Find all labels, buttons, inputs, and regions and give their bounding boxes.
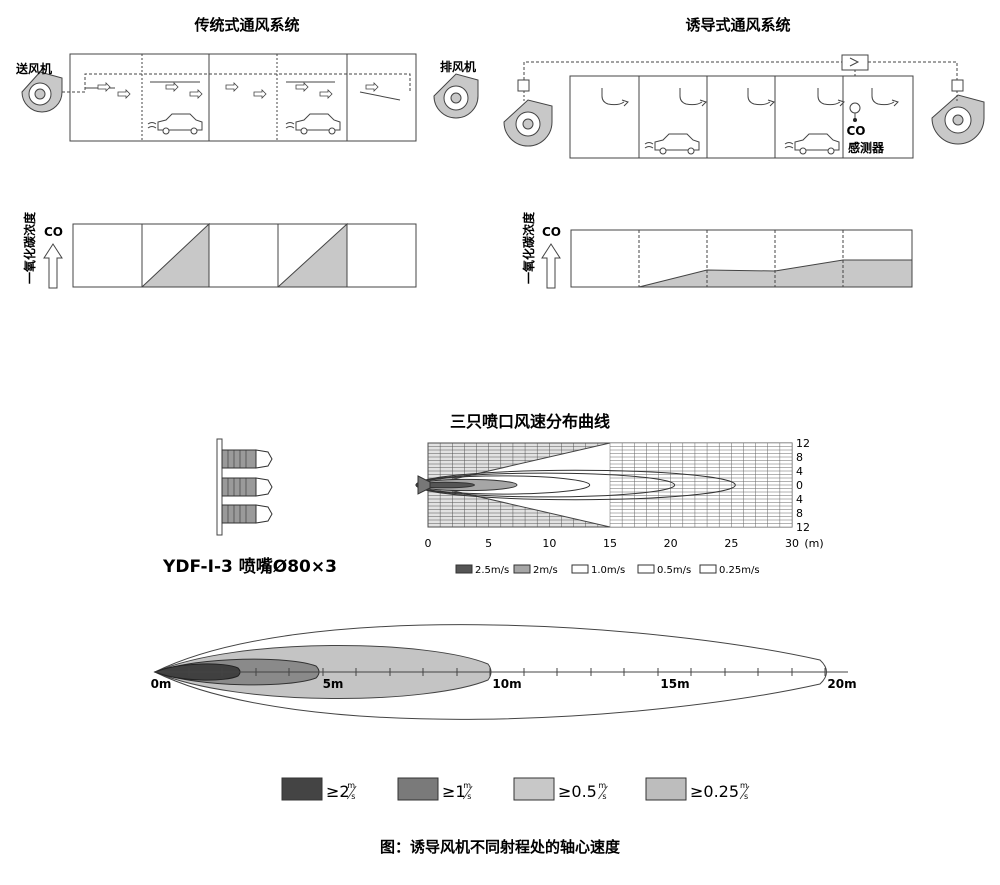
- unit-slash: [598, 785, 608, 800]
- y-tick-label: 8: [796, 507, 803, 520]
- unit-bottom: s: [351, 792, 355, 801]
- supply-fan-icon: [503, 79, 553, 147]
- nozzle-marker-icon: [417, 475, 431, 495]
- distance-label: 20m: [827, 677, 856, 691]
- unit-slash: [739, 785, 750, 800]
- traditional-co-axis-label: 一氧化碳浓度: [22, 211, 37, 284]
- x-unit-label: (m): [804, 537, 823, 550]
- car-icon: [285, 113, 341, 135]
- contour-legend: 2.5m/s 2m/s 1.0m/s 0.5m/s 0.25m/s: [455, 564, 760, 576]
- figure-caption: 图：诱导风机不同射程处的轴心速度: [380, 838, 621, 856]
- x-tick-label: 20: [664, 537, 678, 550]
- traditional-co-label: CO: [44, 225, 63, 239]
- unit-bottom: s: [602, 792, 606, 801]
- up-arrow-icon: [541, 243, 561, 289]
- induced-title: 诱导式通风系统: [685, 16, 790, 34]
- distance-label: 5m: [323, 677, 344, 691]
- legend-swatch: [455, 564, 473, 574]
- co-sensor-label-text: 感测器: [848, 140, 885, 155]
- nozzle-model-label: YDF-I-3 喷嘴Ø80×3: [162, 557, 337, 577]
- contour-2.5m/s: [415, 481, 475, 489]
- unit-top: m: [347, 781, 355, 790]
- x-tick-label: 15: [603, 537, 617, 550]
- y-tick-label: 0: [796, 479, 803, 492]
- car-icon: [784, 133, 840, 155]
- y-tick-label: 4: [796, 493, 803, 506]
- unit-top: m: [740, 781, 748, 790]
- car-icon: [147, 113, 203, 135]
- axial-velocity-diagram: [153, 624, 848, 720]
- axial-legend-label: ≥1: [442, 782, 466, 801]
- x-tick-label: 25: [724, 537, 738, 550]
- y-tick-label: 12: [796, 437, 810, 450]
- spread-line: [427, 484, 611, 528]
- unit-top: m: [598, 781, 606, 790]
- supply-fan-icon: [21, 71, 63, 113]
- legend-label: 2m/s: [533, 565, 558, 576]
- exhaust-fan-icon: [931, 79, 985, 145]
- exhaust-fan-label: 排风机: [440, 59, 476, 74]
- axial-legend-label: ≥2: [326, 782, 350, 801]
- induced-co-label: CO: [542, 225, 561, 239]
- traditional-co-chart: [72, 222, 417, 288]
- co-sensor-label-co: CO: [846, 124, 865, 138]
- legend-swatch: [699, 564, 717, 574]
- traditional-title: 传统式通风系统: [193, 16, 299, 34]
- y-tick-label: 4: [796, 465, 803, 478]
- axial-legend-swatch: [645, 777, 687, 801]
- distance-label: 15m: [660, 677, 689, 691]
- exhaust-fan-icon: [433, 73, 479, 119]
- nozzle-product-icon: [216, 438, 273, 536]
- distance-label: 10m: [492, 677, 521, 691]
- legend-swatch: [637, 564, 655, 574]
- x-tick-label: 5: [485, 537, 492, 550]
- contour-chart-title: 三只喷口风速分布曲线: [450, 412, 610, 431]
- legend-label: 1.0m/s: [591, 565, 625, 576]
- induced-co-axis-label: 一氧化碳浓度: [521, 211, 536, 284]
- axial-legend-label: ≥0.5: [558, 782, 597, 801]
- distance-label: 0m: [151, 677, 172, 691]
- unit-bottom: s: [467, 792, 471, 801]
- induced-tunnel: [569, 75, 914, 159]
- legend-swatch: [571, 564, 589, 574]
- axial-legend-swatch: [397, 777, 439, 801]
- x-tick-label: 30: [785, 537, 799, 550]
- unit-slash: [462, 785, 473, 800]
- legend-label: 0.5m/s: [657, 565, 691, 576]
- y-tick-label: 8: [796, 451, 803, 464]
- axial-legend-swatch: [281, 777, 323, 801]
- unit-slash: [346, 785, 357, 800]
- induced-co-chart: [570, 229, 913, 288]
- supply-fan-label: 送风机: [15, 61, 52, 76]
- unit-top: m: [463, 781, 471, 790]
- spread-line: [427, 442, 611, 486]
- x-tick-label: 0: [425, 537, 432, 550]
- traditional-tunnel: [62, 53, 417, 142]
- induced-nozzles: [601, 88, 899, 107]
- co-sensor-icon: [849, 102, 861, 122]
- up-arrow-icon: [43, 243, 63, 289]
- car-icon: [644, 133, 700, 155]
- y-tick-label: 12: [796, 521, 810, 534]
- traditional-nozzles: [97, 82, 379, 99]
- axial-legend-swatch: [513, 777, 555, 801]
- x-tick-label: 10: [542, 537, 556, 550]
- legend-swatch: [513, 564, 531, 574]
- axial-distance-labels: 0m 5m 10m 15m 20m: [151, 677, 857, 691]
- axial-legend-label: ≥0.25: [690, 782, 739, 801]
- unit-bottom: s: [744, 792, 748, 801]
- legend-label: 0.25m/s: [719, 565, 760, 576]
- legend-label: 2.5m/s: [475, 565, 509, 576]
